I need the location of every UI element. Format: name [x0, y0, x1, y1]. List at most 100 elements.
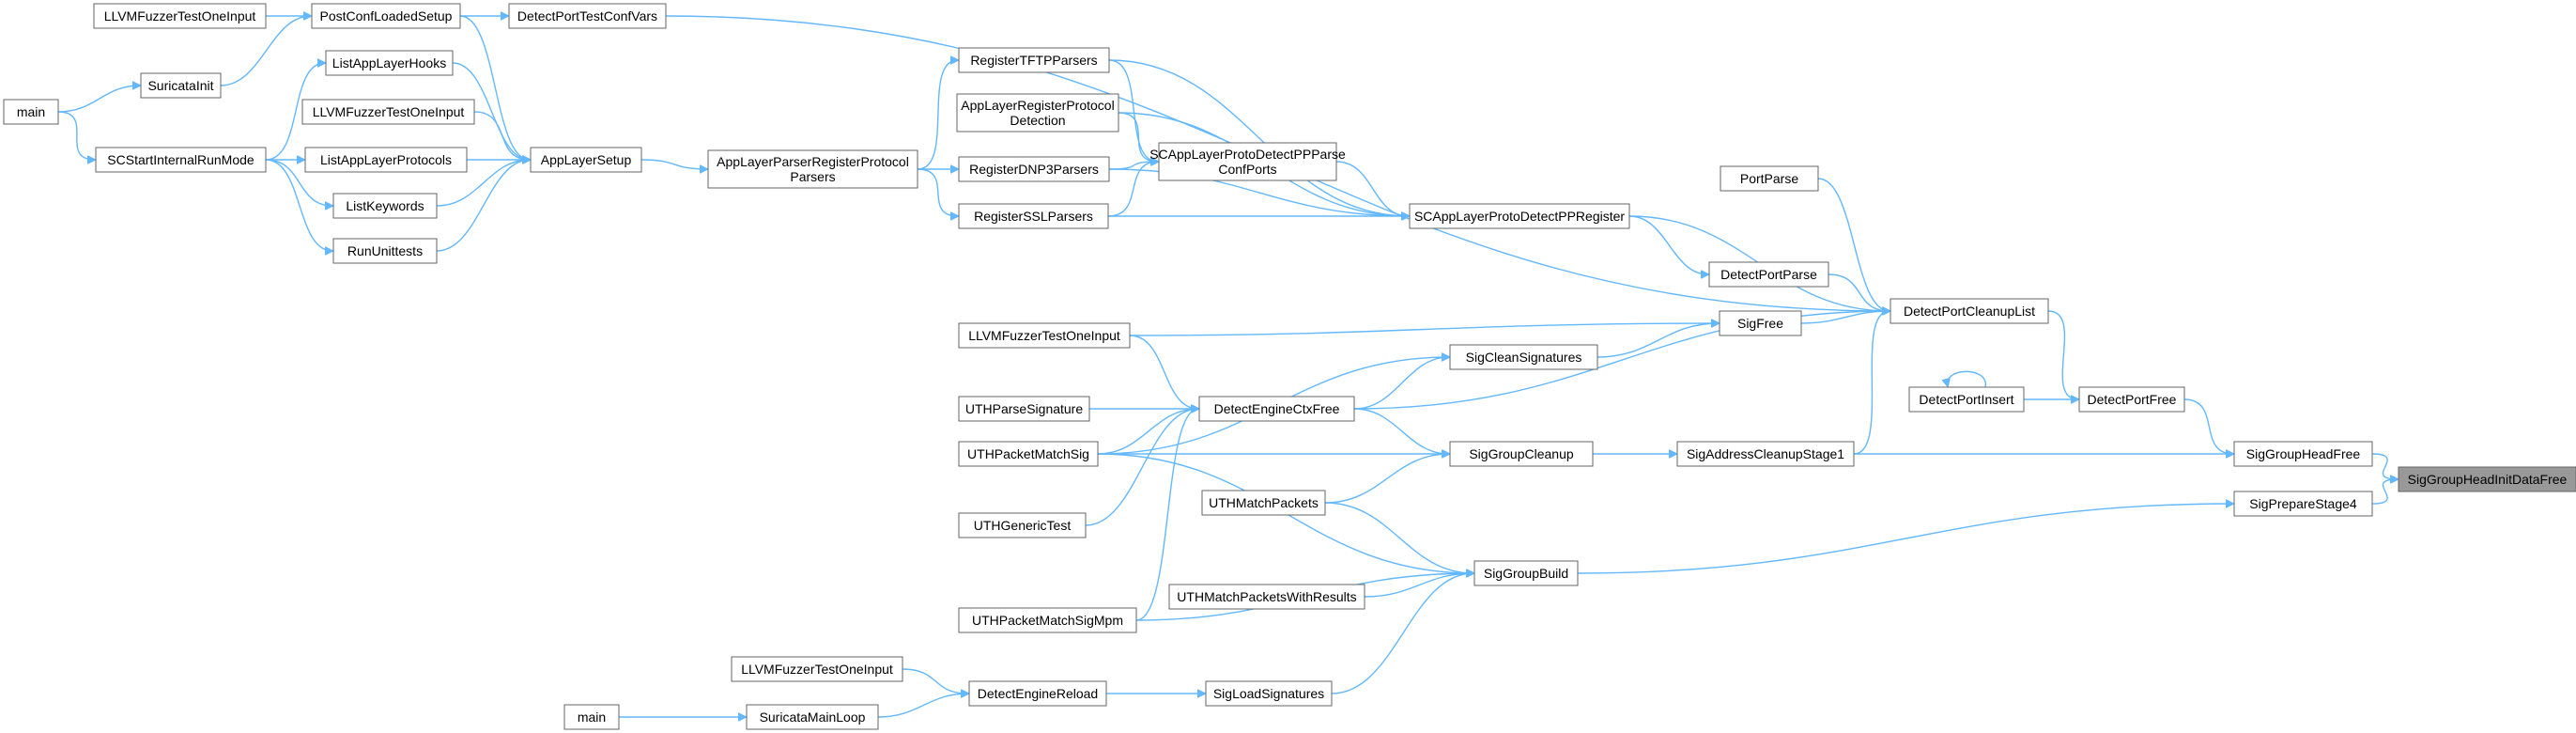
node-port-parse-portparse[interactable]: PortParse [1720, 165, 1819, 192]
node-uthpacket-match-sig-uthpms[interactable]: UTHPacketMatchSig [958, 441, 1099, 467]
node-detect-engine-ctx-free-dectxfree[interactable]: DetectEngineCtxFree [1198, 396, 1355, 422]
node-box [140, 72, 222, 99]
node-detect-port-free-dpfree[interactable]: DetectPortFree [2078, 386, 2185, 413]
node-box [968, 680, 1107, 707]
node-post-conf-loaded-setup-pcls[interactable]: PostConfLoadedSetup [311, 3, 461, 29]
node-box [1708, 261, 1829, 288]
edge-dectxfree-to-sigclean [1353, 357, 1449, 410]
node-sig-address-cleanup-stage1-sacs1[interactable]: SigAddressCleanupStage1 [1676, 441, 1855, 467]
node-box [958, 322, 1131, 349]
edge-alsetup-to-alprp [640, 159, 707, 169]
node-sig-prepare-stage4-prepare4[interactable]: SigPrepareStage4 [2233, 491, 2373, 517]
node-box [332, 193, 438, 219]
node-label: LLVMFuzzerTestOneInput [104, 8, 256, 23]
node-sig-load-signatures-sigload[interactable]: SigLoadSignatures [1205, 680, 1333, 707]
edge-fuzz3-to-sigfree [1129, 323, 1719, 336]
edge-main1-to-sinit [57, 86, 140, 113]
node-main-main1[interactable]: main [3, 99, 59, 125]
edge-dpinsert-to-dpinsert [1948, 370, 1986, 387]
edge-dectxfree-to-sgcleanup [1353, 408, 1449, 454]
node-sig-group-head-init-data-free-root[interactable]: SigGroupHeadInitDataFree [2398, 466, 2576, 492]
node-label: ListAppLayerHooks [332, 55, 446, 70]
node-register-tftpparsers-regtftp[interactable]: RegisterTFTPParsers [958, 47, 1110, 73]
edge-sgbuild-to-prepare4 [1577, 504, 2233, 574]
node-sig-group-head-free-sgheadfree[interactable]: SigGroupHeadFree [2233, 441, 2373, 467]
node-detect-port-cleanup-list-dpcl[interactable]: DetectPortCleanupList [1890, 298, 2049, 324]
node-sig-group-build-sgbuild[interactable]: SigGroupBuild [1473, 560, 1579, 586]
node-label: SigLoadSignatures [1213, 686, 1324, 701]
node-label: SigFree [1737, 316, 1783, 331]
node-label: SuricataInit [147, 78, 213, 93]
node-label: ListAppLayerProtocols [320, 152, 452, 167]
node-label: PostConfLoadedSetup [320, 8, 453, 23]
node-box [563, 704, 620, 730]
node-box [93, 3, 267, 29]
node-suricata-main-loop-smloop[interactable]: SuricataMainLoop [746, 704, 879, 730]
edge-dpcl-to-dpfree [2047, 310, 2078, 399]
node-list-keywords-lkw[interactable]: ListKeywords [332, 193, 438, 219]
node-uthmatch-packets-with-results-uthmpr[interactable]: UTHMatchPacketsWithResults [1168, 584, 1365, 610]
node-uthgeneric-test-uthgt[interactable]: UTHGenericTest [958, 512, 1087, 538]
node-label: Detection [1010, 113, 1065, 128]
node-uthpacket-match-sig-mpm-uthpmsm[interactable]: UTHPacketMatchSigMpm [958, 607, 1137, 633]
node-llvmfuzzer-test-one-input-fuzz2[interactable]: LLVMFuzzerTestOneInput [301, 99, 475, 125]
node-box [958, 512, 1087, 538]
node-label: DetectPortTestConfVars [517, 8, 657, 23]
node-box [1198, 396, 1355, 422]
edge-uthpms-to-dectxfree [1097, 409, 1198, 455]
node-box [1205, 680, 1333, 707]
edge-portparse-to-dpcl [1817, 178, 1890, 311]
node-sig-clean-signatures-sigclean[interactable]: SigCleanSignatures [1449, 344, 1598, 370]
node-register-dnp3-parsers-regdnp3[interactable]: RegisterDNP3Parsers [958, 156, 1110, 182]
node-label: DetectPortCleanupList [1904, 304, 2035, 319]
node-app-layer-setup-alsetup[interactable]: AppLayerSetup [530, 147, 642, 173]
edge-pcls-to-alsetup [459, 15, 530, 160]
edge-regtftp-to-scconf [1108, 59, 1158, 162]
node-list-app-layer-protocols-lalp[interactable]: ListAppLayerProtocols [304, 147, 468, 173]
node-box [311, 3, 461, 29]
node-sig-free-sigfree[interactable]: SigFree [1719, 310, 1802, 336]
node-scstart-internal-run-mode-scsirm[interactable]: SCStartInternalRunMode [95, 147, 267, 173]
node-scapp-layer-proto-detect-ppregister-screg[interactable]: SCAppLayerProtoDetectPPRegister [1409, 203, 1630, 229]
node-llvmfuzzer-test-one-input-fuzz1[interactable]: LLVMFuzzerTestOneInput [93, 3, 267, 29]
edge-alrpd-to-scconf [1118, 112, 1158, 162]
node-detect-port-test-conf-vars-dptconf[interactable]: DetectPortTestConfVars [508, 3, 667, 29]
node-box [2233, 441, 2373, 467]
node-box [956, 93, 1119, 133]
node-suricata-init-sinit[interactable]: SuricataInit [140, 72, 222, 99]
node-box [95, 147, 267, 173]
node-label: UTHParseSignature [965, 401, 1083, 416]
node-box [958, 47, 1110, 73]
node-uthmatch-packets-uthmp[interactable]: UTHMatchPackets [1201, 490, 1326, 516]
node-label: UTHMatchPackets [1209, 495, 1319, 510]
node-label: main [17, 104, 45, 119]
node-sig-group-cleanup-sgcleanup[interactable]: SigGroupCleanup [1449, 441, 1594, 467]
edge-regtftp-to-screg [1108, 59, 1409, 216]
node-label: DetectPortFree [2088, 392, 2177, 407]
node-box [304, 147, 468, 173]
node-detect-port-parse-dpparse[interactable]: DetectPortParse [1708, 261, 1829, 288]
node-box [1158, 142, 1337, 181]
edge-rut-to-alsetup [436, 160, 530, 252]
node-label: Parsers [790, 169, 835, 184]
node-box [1409, 203, 1630, 229]
edge-sigclean-to-sigfree [1597, 323, 1719, 358]
node-llvmfuzzer-test-one-input-fuzz4[interactable]: LLVMFuzzerTestOneInput [731, 656, 903, 682]
node-llvmfuzzer-test-one-input-fuzz3[interactable]: LLVMFuzzerTestOneInput [958, 322, 1131, 349]
node-label: UTHPacketMatchSig [967, 446, 1089, 461]
node-detect-port-insert-dpinsert[interactable]: DetectPortInsert [1908, 386, 2025, 413]
edge-fuzz4-to-dereload [902, 668, 968, 694]
node-uthparse-signature-uthps[interactable]: UTHParseSignature [958, 396, 1090, 422]
node-run-unittests-rut[interactable]: RunUnittests [332, 238, 438, 264]
node-detect-engine-reload-dereload[interactable]: DetectEngineReload [968, 680, 1107, 707]
node-list-app-layer-hooks-lalh[interactable]: ListAppLayerHooks [325, 50, 454, 76]
edge-scsirm-to-lalh [265, 63, 325, 161]
node-box [301, 99, 475, 125]
edge-prepare4-to-root [2371, 479, 2398, 505]
node-main-main2[interactable]: main [563, 704, 620, 730]
node-register-sslparsers-regssl[interactable]: RegisterSSLParsers [958, 203, 1109, 229]
node-label: main [578, 710, 606, 725]
